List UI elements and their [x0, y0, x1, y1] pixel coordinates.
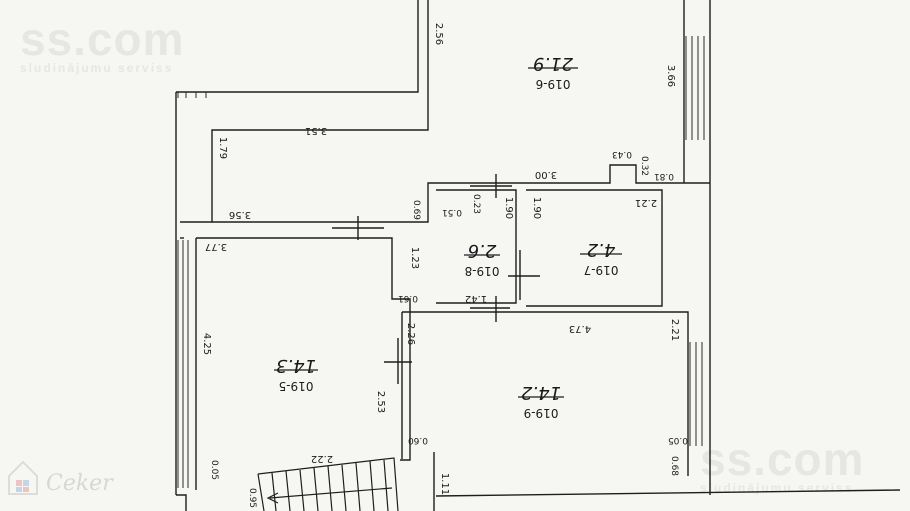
room-area: 14.2: [521, 382, 561, 403]
dimension-label: 0.60: [408, 435, 428, 445]
room-area: 21.9: [533, 53, 573, 74]
staircase: [257, 457, 399, 511]
dimension-label: 0.61: [398, 293, 418, 303]
room-code: 019-9: [524, 406, 559, 420]
dimension-label: 3.56: [229, 209, 251, 220]
dimension-label: 0.69: [411, 200, 421, 220]
dimension-label: 1.11: [439, 473, 450, 495]
dimension-label: 4.73: [569, 323, 591, 334]
dimension-label: 2.22: [311, 453, 333, 464]
dimension-label: 0.81: [654, 171, 674, 181]
dimension-label: 0.32: [639, 156, 649, 176]
room-019-7: 019-7 4.2: [584, 239, 619, 277]
dimension-label: 1.79: [217, 137, 228, 159]
room-code: 019-6: [536, 77, 571, 91]
room-019-5: 019-5 14.3: [276, 355, 316, 393]
house-logo-icon: [8, 460, 38, 495]
brand-name: Ceker: [46, 471, 113, 496]
dimension-label: 1.90: [531, 197, 542, 219]
dimension-label: 2.53: [375, 391, 386, 413]
windows: [177, 36, 705, 488]
dimension-label: 4.25: [201, 333, 212, 355]
room-area: 14.3: [276, 355, 316, 376]
room-code: 019-7: [584, 263, 619, 277]
dimension-label: 0.51: [442, 207, 462, 217]
dimension-label: 0.43: [612, 149, 632, 159]
room-code: 019-8: [465, 264, 500, 278]
dimension-label: 3.00: [535, 169, 557, 180]
brand-watermark: Ceker: [6, 458, 113, 496]
room-underlines: [274, 67, 622, 398]
dimension-label: 1.90: [503, 197, 514, 219]
door-openings: [332, 174, 540, 384]
room-code: 019-5: [279, 379, 314, 393]
dimension-label: 3.66: [665, 65, 676, 87]
dimension-label: 0.68: [669, 456, 679, 476]
dimension-label: 1.23: [409, 247, 420, 269]
dimension-label: 0.95: [247, 488, 257, 508]
room-area: 4.2: [587, 239, 616, 260]
dimension-label: 0.05: [668, 435, 688, 445]
dimension-labels: 2.56 3.66 3.51 1.79 0.43 0.32 0.81 3.00 …: [201, 23, 688, 508]
room-labels: 019-6 21.9 019-5 14.3 019-8 2.6 019-7 4.…: [276, 53, 618, 420]
dimension-label: 3.51: [305, 125, 327, 136]
dimension-label: 2.21: [635, 197, 657, 208]
dimension-label: 2.21: [669, 319, 680, 341]
dimension-label: 0.05: [209, 460, 219, 480]
walls: [175, 0, 901, 511]
room-019-8: 019-8 2.6: [465, 240, 500, 278]
dimension-label: 2.26: [405, 323, 416, 345]
room-area: 2.6: [468, 240, 497, 261]
dimension-label: 0.23: [471, 194, 481, 214]
room-019-9: 019-9 14.2: [521, 382, 561, 420]
dimension-label: 2.56: [433, 23, 444, 45]
room-019-6: 019-6 21.9: [533, 53, 573, 91]
dimension-label: 1.42: [465, 293, 487, 304]
dimension-label: 3.77: [205, 241, 227, 252]
